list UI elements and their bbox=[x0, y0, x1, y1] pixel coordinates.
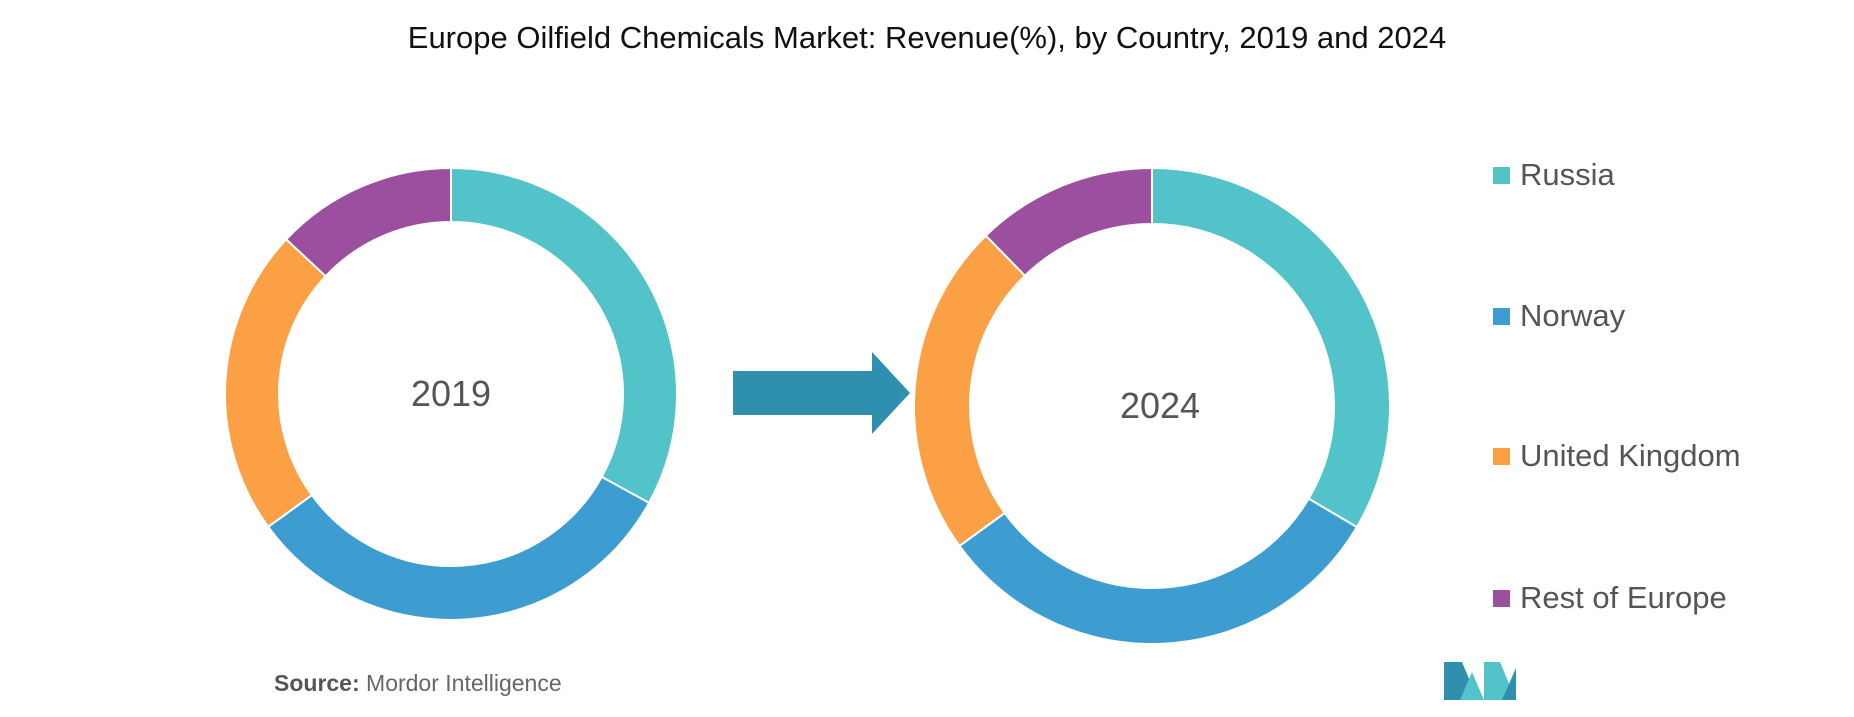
legend-label: Russia bbox=[1520, 157, 1615, 192]
donut-slice-rest-of-europe bbox=[284, 166, 452, 278]
legend-swatch bbox=[1493, 589, 1510, 607]
source-label: Source: bbox=[274, 670, 360, 696]
donut-slice-norway bbox=[958, 497, 1359, 645]
legend-label: Norway bbox=[1520, 298, 1626, 333]
legend-swatch bbox=[1493, 166, 1510, 184]
legend-label: United Kingdom bbox=[1520, 438, 1741, 473]
legend-swatch bbox=[1493, 307, 1510, 325]
donut-2019-label: 2019 bbox=[411, 373, 491, 414]
source-text: Mordor Intelligence bbox=[366, 670, 562, 696]
donut-slice-russia bbox=[450, 166, 678, 505]
donut-slice-russia bbox=[1151, 166, 1391, 529]
donut-2019 bbox=[224, 166, 678, 621]
chart-title: Europe Oilfield Chemicals Market: Revenu… bbox=[407, 20, 1447, 55]
donut-2024-label: 2024 bbox=[1120, 385, 1200, 426]
legend-item-norway: Norway bbox=[1493, 298, 1625, 334]
donut-slice-norway bbox=[266, 475, 651, 621]
legend-swatch bbox=[1493, 447, 1510, 465]
legend-item-rest-of-europe: Rest of Europe bbox=[1493, 580, 1727, 616]
donut-2024 bbox=[913, 166, 1391, 645]
legend-item-united-kingdom: United Kingdom bbox=[1493, 438, 1741, 474]
legend-item-russia: Russia bbox=[1493, 157, 1615, 193]
donut-slice-united-kingdom bbox=[224, 237, 328, 529]
legend-label: Rest of Europe bbox=[1520, 580, 1727, 615]
donut-slice-rest-of-europe bbox=[984, 166, 1153, 278]
arrow-icon bbox=[733, 352, 910, 434]
source-note: Source: Mordor Intelligence bbox=[274, 670, 562, 697]
donut-slice-united-kingdom bbox=[913, 234, 1027, 548]
mordor-logo bbox=[1444, 662, 1516, 700]
